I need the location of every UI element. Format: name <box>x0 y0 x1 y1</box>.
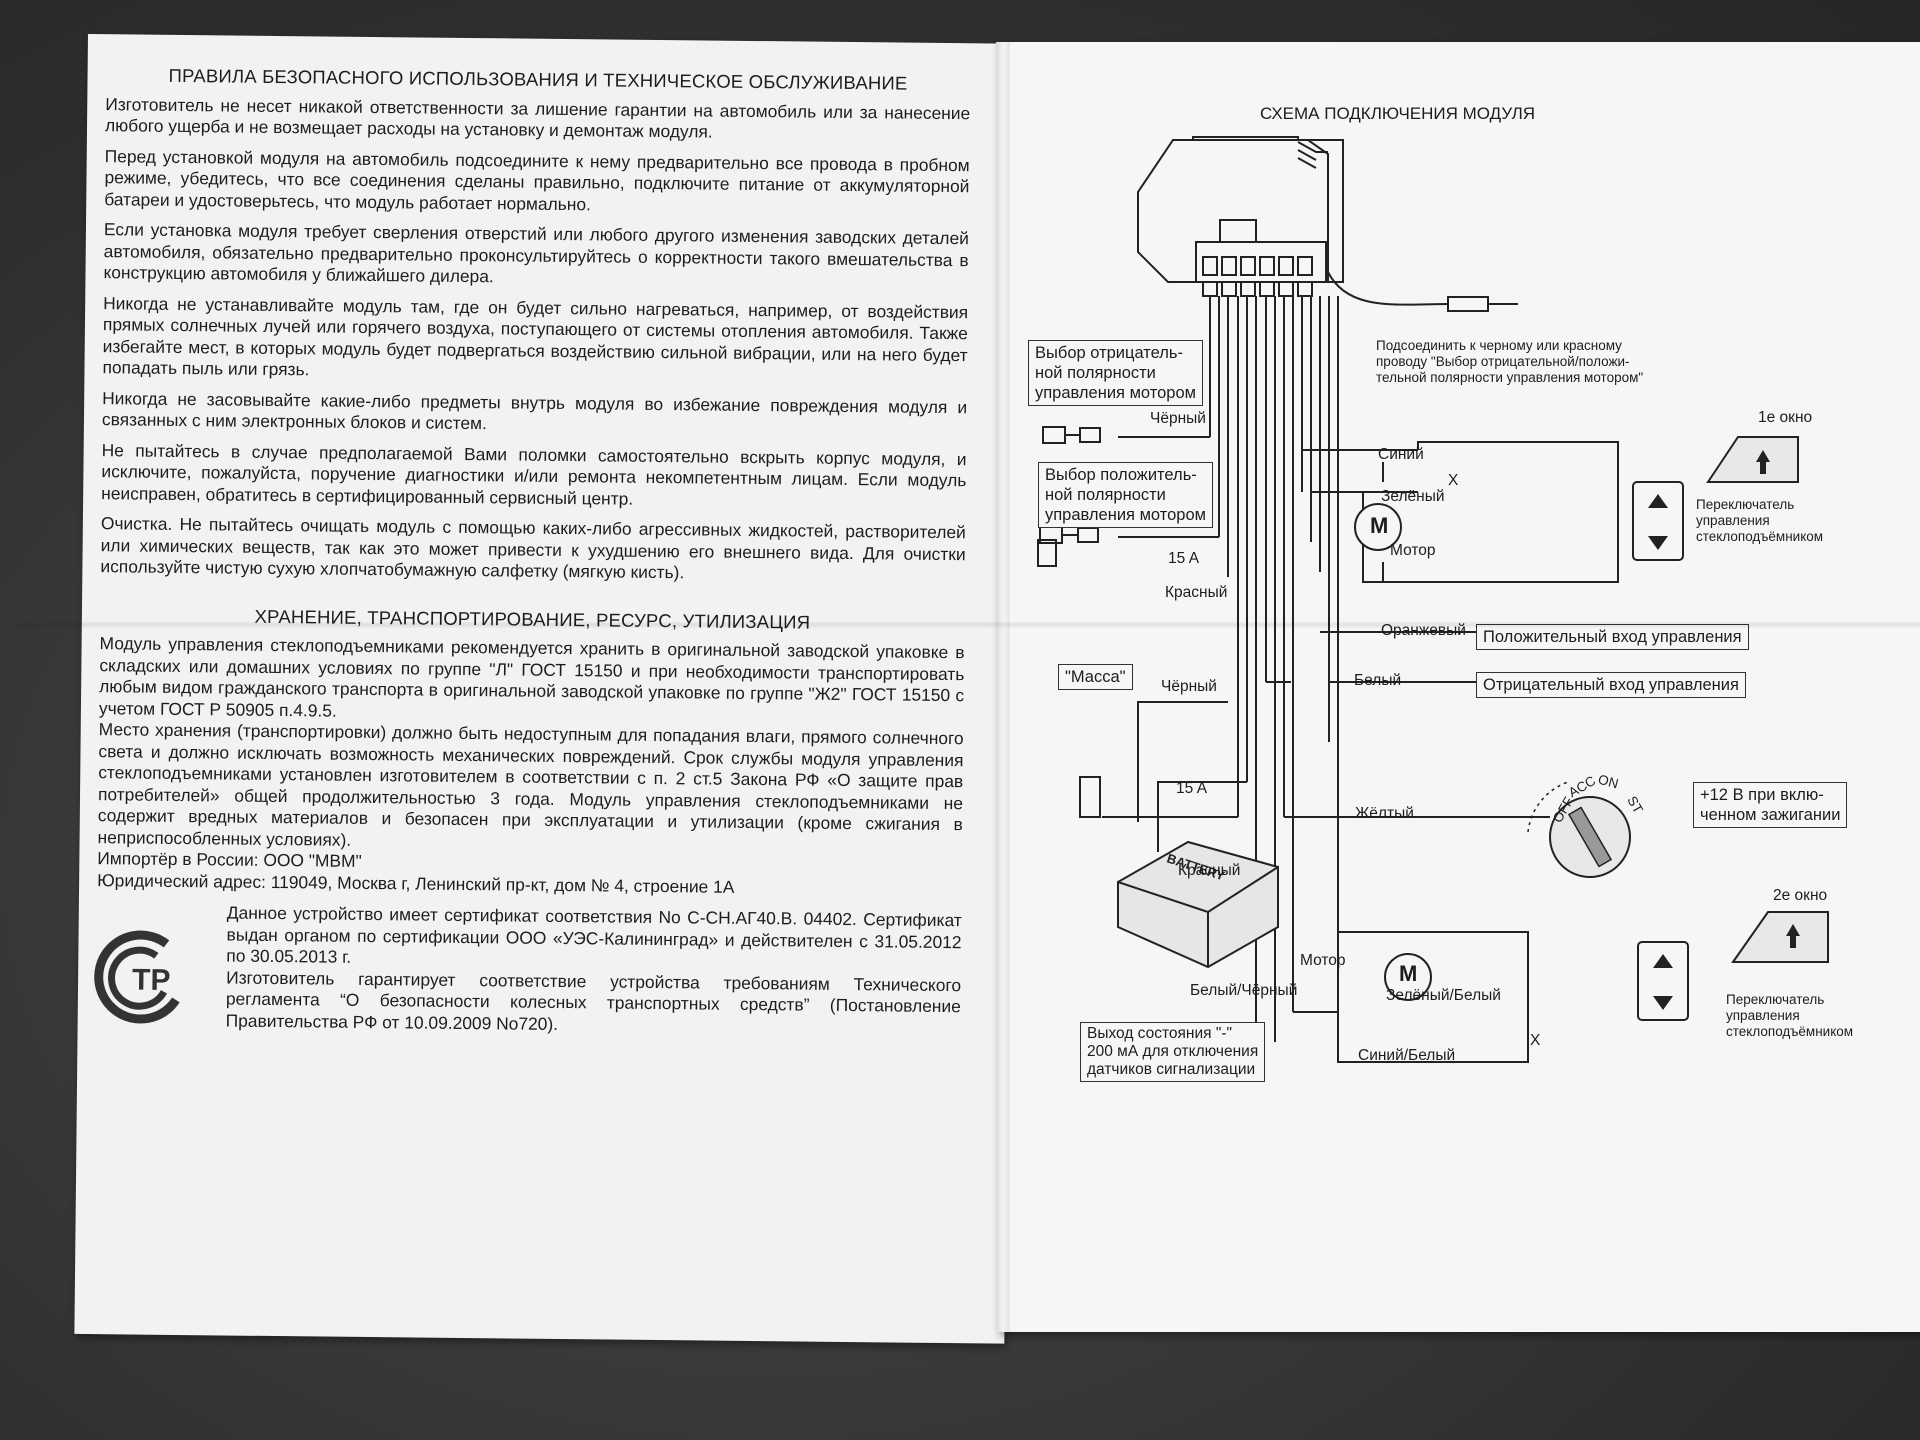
box-line: 200 мА для отключения <box>1087 1043 1259 1060</box>
motor-1-label: Мотор <box>1390 542 1436 559</box>
left-page: ПРАВИЛА БЕЗОПАСНОГО ИСПОЛЬЗОВАНИЯ И ТЕХН… <box>74 34 1018 1344</box>
status-output-box: Выход состояния "-" 200 мА для отключени… <box>1080 1022 1266 1082</box>
negative-input-box: Отрицательный вход управления <box>1476 672 1746 698</box>
paragraph: Изготовитель не несет никакой ответствен… <box>104 93 971 142</box>
eac-ctr-logo-icon: ТР <box>94 930 180 1024</box>
switch-2-label: Переключатель управления стеклоподъёмник… <box>1726 992 1853 1040</box>
ground-box: "Масса" <box>1058 664 1133 690</box>
paragraph: Перед установкой модуля на автомобиль по… <box>104 145 970 214</box>
switch-line: Переключатель <box>1696 497 1795 512</box>
fuse-2-label: 15 A <box>1176 780 1208 797</box>
wire-blue-white-label: Синий/Белый <box>1358 1047 1456 1064</box>
paragraph: Если установка модуля требует сверления … <box>103 219 970 287</box>
fuse-1-label: 15 A <box>1168 550 1200 567</box>
motor-1-symbol: M <box>1370 513 1389 538</box>
switch-line: стеклоподъёмником <box>1726 1024 1854 1039</box>
wire-red-battery-label: Красный <box>1178 862 1241 879</box>
box-line: Выбор положитель- <box>1045 466 1197 484</box>
paragraph: Никогда не засовывайте какие-либо предме… <box>101 387 968 434</box>
safety-text: ПРАВИЛА БЕЗОПАСНОГО ИСПОЛЬЗОВАНИЯ И ТЕХН… <box>94 64 971 1039</box>
certificate-text: Данное устройство имеет сертификат соотв… <box>226 902 962 967</box>
ignition-note-box: +12 В при вклю- ченном зажигании <box>1693 782 1848 828</box>
wire-orange-label: Оранжевый <box>1381 622 1466 639</box>
wire-white-black-label: Белый/Чёрный <box>1190 982 1298 999</box>
paragraph: Модуль управления стеклоподъемниками рек… <box>98 633 965 721</box>
window-2-label: 2е окно <box>1773 887 1828 904</box>
window-1-label: 1е окно <box>1758 409 1813 426</box>
wiring-lines: BATTERY <box>1037 136 1829 1063</box>
box-line: ной полярности <box>1035 364 1156 382</box>
box-line: управления мотором <box>1045 506 1206 524</box>
wire-black-label: Чёрный <box>1150 410 1206 427</box>
motor-2-symbol: M <box>1399 961 1418 986</box>
wire-blue-label: Синий <box>1378 446 1424 463</box>
paragraph: Никогда не устанавливайте модуль там, гд… <box>102 292 969 380</box>
wire-green-label: Зелёный <box>1381 488 1445 505</box>
box-line: Выбор отрицатель- <box>1035 344 1184 362</box>
paragraph: Не пытайтесь в случае предполагаемой Вам… <box>101 439 967 509</box>
wire-green-white-label: Зелёный/Белый <box>1386 987 1501 1004</box>
wiring-diagram: BATTERY СХЕМА ПОДКЛЮЧЕНИЯ МОДУЛЯ Выбор о… <box>998 42 1920 1332</box>
positive-input-box: Положительный вход управления <box>1476 624 1749 650</box>
horizontal-fold <box>18 622 1920 628</box>
pos-polarity-select-box: Выбор положитель- ной полярности управле… <box>1038 462 1213 528</box>
box-line: ной полярности <box>1045 486 1166 504</box>
paragraph: Очистка. Не пытайтесь очищать модуль с п… <box>100 513 966 583</box>
wire-red-label: Красный <box>1165 584 1228 601</box>
connect-note: Подсоединить к черному или красному пров… <box>1376 338 1643 386</box>
storage-title: ХРАНЕНИЕ, ТРАНСПОРТИРОВАНИЕ, РЕСУРС, УТИ… <box>254 605 811 633</box>
motor-2-label: Мотор <box>1300 952 1346 969</box>
instruction-leaflet: ПРАВИЛА БЕЗОПАСНОГО ИСПОЛЬЗОВАНИЯ И ТЕХН… <box>18 12 1920 1344</box>
neg-polarity-select-box: Выбор отрицатель- ной полярности управле… <box>1028 340 1203 406</box>
storage-text: Модуль управления стеклоподъемниками рек… <box>97 633 965 900</box>
right-page: BATTERY СХЕМА ПОДКЛЮЧЕНИЯ МОДУЛЯ Выбор о… <box>998 42 1920 1332</box>
wire-black-ground-label: Чёрный <box>1161 678 1217 695</box>
switch-1-label: Переключатель управления стеклоподъёмник… <box>1696 497 1823 545</box>
center-fold <box>996 42 1010 1332</box>
note-line: Подсоединить к черному или красному <box>1376 338 1622 353</box>
box-line: ченном зажигании <box>1700 806 1841 824</box>
diagram-title: СХЕМА ПОДКЛЮЧЕНИЯ МОДУЛЯ <box>1260 104 1536 123</box>
box-line: Выход состояния "-" <box>1087 1025 1233 1042</box>
note-line: проводу "Выбор отрицательной/положи- <box>1376 354 1630 369</box>
switch-line: Переключатель <box>1726 992 1825 1007</box>
motor-2-icon <box>1384 953 1432 1001</box>
battery-icon <box>1117 840 1279 969</box>
box-line: управления мотором <box>1035 384 1196 402</box>
x-mark-2: X <box>1530 1032 1541 1049</box>
window-2-icon <box>1731 911 1829 963</box>
motor-1-icon <box>1354 503 1402 551</box>
switch-line: стеклоподъёмником <box>1696 529 1824 544</box>
switch-line: управления <box>1696 513 1770 528</box>
safety-title: ПРАВИЛА БЕЗОПАСНОГО ИСПОЛЬЗОВАНИЯ И ТЕХН… <box>168 64 908 94</box>
window-1-icon <box>1706 436 1799 483</box>
note-line: тельной полярности управления мотором" <box>1376 370 1644 385</box>
box-line: датчиков сигнализации <box>1087 1061 1256 1078</box>
wire-white-label: Белый <box>1354 672 1402 689</box>
x-mark: X <box>1448 472 1459 489</box>
certificate-block: ТР Данное устройство имеет сертификат со… <box>94 901 962 1039</box>
compliance-text: Изготовитель гарантирует соответствие ус… <box>225 966 962 1034</box>
svg-text:ТР: ТР <box>132 964 171 997</box>
switch-line: управления <box>1726 1008 1800 1023</box>
wire-yellow-label: Жёлтый <box>1355 805 1414 822</box>
box-line: +12 В при вклю- <box>1700 786 1824 804</box>
paragraph: Место хранения (транспортировки) должно … <box>97 719 964 850</box>
